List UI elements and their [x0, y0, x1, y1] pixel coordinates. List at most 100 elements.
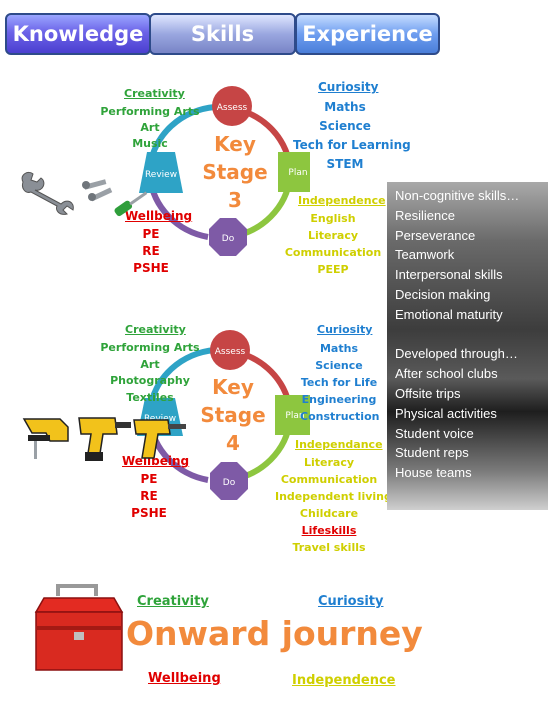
list-item: Childcare — [299, 507, 359, 520]
ks3-assess-node — [212, 86, 252, 126]
panel-line: Emotional maturity — [395, 306, 503, 322]
ks3-center-label: Key Stage 3 — [200, 130, 270, 214]
tab-knowledge[interactable]: Knowledge — [5, 13, 151, 55]
ks3-plan-node — [278, 152, 310, 192]
ks4-center-label: Key Stage 4 — [198, 373, 268, 457]
panel-line: Interpersonal skills — [395, 267, 503, 283]
list-item: Construction — [300, 410, 380, 423]
ks3-independence-heading: Independence — [298, 194, 386, 207]
ks4-do-label: Do — [223, 478, 236, 488]
ks3-creativity-list: Performing Arts Art Music — [100, 104, 200, 152]
tab-skills[interactable]: Skills — [149, 13, 296, 55]
ks4-wellbeing-heading: Wellbeing — [122, 454, 190, 468]
list-item: Literacy — [307, 229, 359, 242]
list-item: Performing Arts — [100, 341, 200, 354]
onward-title: Onward journey — [126, 614, 423, 653]
list-item: Independent living — [275, 490, 392, 503]
onward-wellbeing: Wellbeing — [148, 671, 221, 686]
ks4-do-node — [210, 462, 248, 500]
list-item: STEM — [326, 157, 364, 171]
ks4-curiosity-list: Maths Science Tech for Life Engineering … — [300, 340, 380, 425]
ks4-center-line: Key — [212, 375, 254, 399]
ks3-review-node — [139, 152, 183, 193]
list-item: Textiles — [126, 390, 174, 404]
list-item: Lifeskills — [301, 524, 357, 537]
list-item: PE — [140, 472, 158, 486]
list-item: Art — [140, 357, 160, 371]
list-item: Communication — [280, 473, 378, 486]
ks4-creativity-heading: Creativity — [125, 323, 186, 336]
ks3-review-label: Review — [145, 170, 177, 180]
ks4-creativity-list: Performing Arts Art Photography Textiles — [100, 340, 200, 406]
ks3-center-line: Stage — [202, 160, 268, 184]
list-item: PSHE — [131, 506, 167, 520]
panel-line: Developed through… — [395, 346, 518, 362]
list-item: Tech for Life — [300, 376, 378, 389]
ks3-assess-label: Assess — [217, 103, 248, 113]
ks4-curiosity-heading: Curiosity — [317, 323, 373, 336]
ks3-do-node — [209, 218, 247, 256]
onward-independence: Independence — [292, 673, 396, 688]
list-item: Science — [319, 119, 371, 133]
toolbox-icon — [34, 584, 124, 671]
list-item: Travel skills — [292, 541, 366, 554]
list-item: Performing Arts — [100, 105, 200, 118]
list-item: PSHE — [133, 261, 169, 275]
ks3-wellbeing-heading: Wellbeing — [125, 209, 193, 223]
onward-creativity: Creativity — [137, 594, 209, 609]
list-item: Music — [132, 137, 168, 150]
ks3-wellbeing-list: PE RE PSHE — [125, 226, 177, 277]
ks3-center-line: Key — [214, 132, 256, 156]
onward-curiosity: Curiosity — [318, 594, 384, 609]
list-item: Maths — [319, 342, 358, 355]
panel-line — [395, 325, 548, 345]
panel-line: Resilience — [395, 207, 455, 223]
ks3-do-label: Do — [222, 234, 235, 244]
ks3-curiosity-list: Maths Science Tech for Learning STEM — [293, 98, 411, 174]
panel-line: Offsite trips — [395, 385, 461, 401]
list-item: RE — [140, 489, 158, 503]
list-item: Literacy — [303, 456, 355, 469]
ks4-assess-label: Assess — [215, 347, 246, 357]
ks4-center-line: 4 — [226, 431, 240, 455]
ks4-assess-node — [210, 330, 250, 370]
list-item: PE — [142, 227, 160, 241]
list-item: Communication — [284, 246, 382, 259]
panel-line: Perseverance — [395, 227, 476, 243]
ks4-plan-node — [275, 395, 310, 435]
ks4-center-line: Stage — [200, 403, 266, 427]
ks3-cycle: Assess Plan Do Review — [139, 86, 310, 256]
list-item: Art — [140, 121, 160, 134]
panel-line: Decision making — [395, 286, 491, 302]
jigsaw-icon — [22, 418, 69, 459]
skills-panel: Non-cognitive skills… Resilience Perseve… — [387, 182, 548, 510]
ks3-plan-label: Plan — [288, 168, 307, 178]
tab-experience[interactable]: Experience — [295, 13, 440, 55]
panel-line: House teams — [395, 465, 472, 481]
ks4-review-label: Review — [144, 414, 176, 424]
ks4-independence-heading: Independance — [295, 438, 383, 451]
ks4-plan-label: Plan — [285, 411, 304, 421]
ks4-independence-list: Literacy Communication Independent livin… — [275, 454, 392, 556]
list-item: Tech for Learning — [293, 138, 411, 152]
ks3-independence-list: English Literacy Communication PEEP — [283, 210, 383, 278]
panel-line: After school clubs — [395, 366, 498, 382]
wrench-icon — [21, 171, 74, 215]
ks3-center-line: 3 — [228, 188, 242, 212]
panel-line: Physical activities — [395, 405, 497, 421]
list-item: Photography — [110, 374, 190, 387]
list-item: Science — [315, 359, 363, 372]
panel-line: Non-cognitive skills… — [395, 188, 520, 203]
panel-line: Teamwork — [395, 247, 455, 263]
panel-line: Student reps — [395, 445, 469, 461]
drill-icon — [78, 417, 131, 461]
ks3-curiosity-heading: Curiosity — [318, 80, 379, 94]
list-item: RE — [142, 244, 160, 258]
bolts-icon — [82, 179, 113, 202]
ks4-wellbeing-list: PE RE PSHE — [124, 471, 174, 522]
panel-line: Student voice — [395, 425, 474, 441]
list-item: English — [310, 212, 356, 225]
screwdriver-icon — [114, 191, 148, 217]
ks3-creativity-heading: Creativity — [124, 87, 185, 100]
list-item: Engineering — [301, 393, 377, 406]
